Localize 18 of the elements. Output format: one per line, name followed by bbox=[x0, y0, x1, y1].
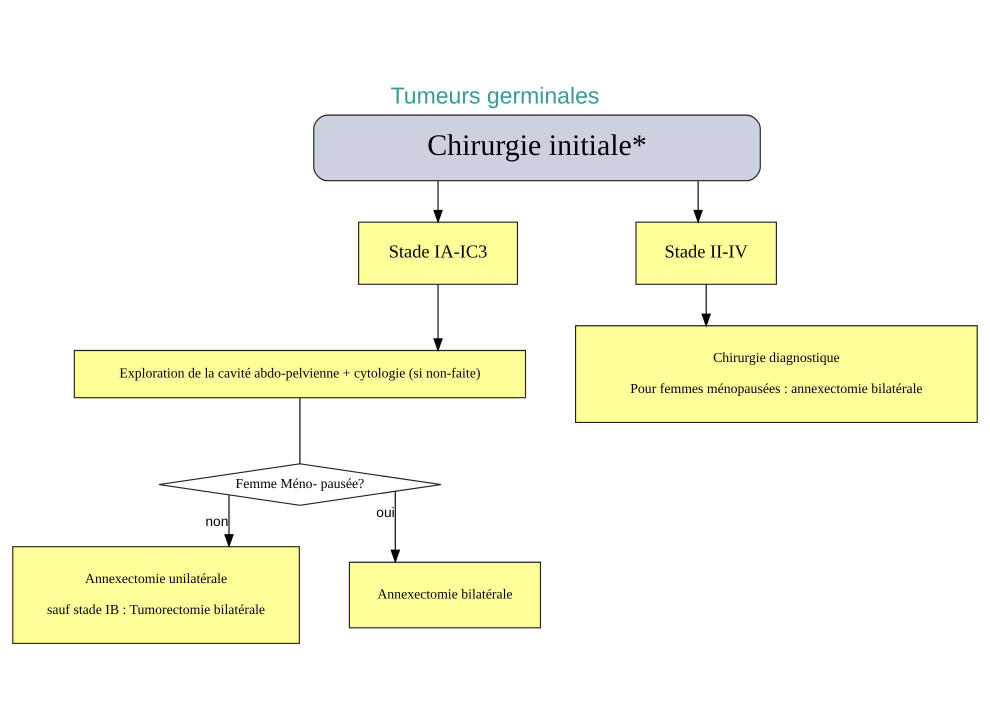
diagram-title: Tumeurs germinales bbox=[390, 82, 600, 109]
arrow bbox=[701, 284, 712, 328]
connector bbox=[299, 398, 300, 464]
node-box: Chirurgie initiale* bbox=[313, 114, 761, 182]
node-box: Chirurgie diagnostique Pour femmes ménopausées : annexectomie bilatérale bbox=[575, 325, 978, 423]
arrow bbox=[433, 181, 443, 224]
arrow bbox=[693, 181, 703, 224]
arrow bbox=[390, 492, 400, 564]
node-box: Stade IA-IC3 bbox=[358, 222, 518, 285]
edge-label: non bbox=[205, 512, 228, 529]
arrow bbox=[433, 284, 443, 352]
edge-label: oui bbox=[376, 504, 395, 520]
node-box: Annexectomie bilatérale bbox=[348, 562, 542, 628]
node-box: Exploration de la cavité abdo-pelvienne + cytologie (si non-faite) bbox=[74, 350, 526, 398]
node-box: Stade II-IV bbox=[635, 222, 777, 285]
arrow bbox=[224, 495, 234, 548]
node-diamond: Femme Méno- pausée? bbox=[158, 463, 442, 506]
node-box: Annexectomie unilatérale sauf stade IB : Tumorectomie bilatérale bbox=[12, 546, 300, 644]
